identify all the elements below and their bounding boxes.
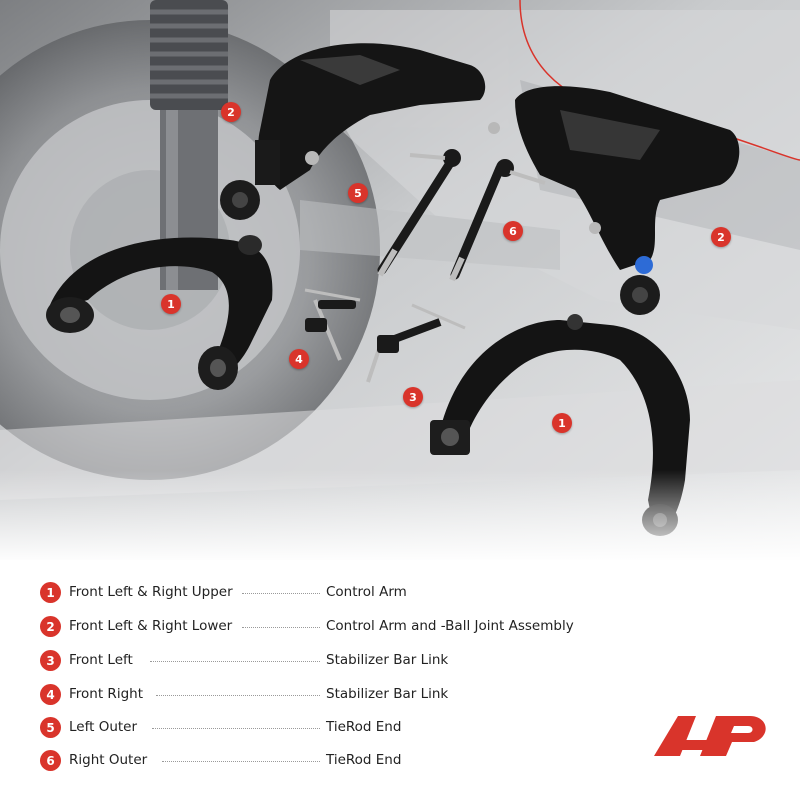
legend-number: 6 bbox=[40, 750, 61, 771]
legend-label: Front Right bbox=[69, 686, 143, 702]
brand-logo bbox=[654, 716, 766, 756]
legend-label: Left Outer bbox=[69, 719, 138, 735]
fade-overlay bbox=[0, 470, 800, 580]
legend-row: 3 Front Left Stabilizer Bar Link bbox=[40, 649, 620, 673]
legend-part: TieRod End bbox=[326, 719, 402, 735]
legend-label: Front Left & Right Upper bbox=[69, 584, 233, 600]
leader-line bbox=[150, 661, 320, 662]
legend-label: Front Left bbox=[69, 652, 133, 668]
leader-line bbox=[156, 695, 320, 696]
legend-row: 4 Front Right Stabilizer Bar Link bbox=[40, 683, 620, 707]
legend-part: Stabilizer Bar Link bbox=[326, 652, 449, 668]
leader-line bbox=[242, 593, 320, 594]
legend-number: 4 bbox=[40, 684, 61, 705]
tie-rod-end-right bbox=[449, 159, 546, 282]
lower-control-arm-right bbox=[488, 86, 740, 315]
legend-number: 3 bbox=[40, 650, 61, 671]
callout-marker: 2 bbox=[711, 227, 731, 247]
legend-label: Right Outer bbox=[69, 752, 148, 768]
legend-row: 2 Front Left & Right Lower Control Arm a… bbox=[40, 615, 620, 639]
legend-row: 1 Front Left & Right Upper Control Arm bbox=[40, 581, 620, 605]
legend-label: Front Left & Right Lower bbox=[69, 618, 233, 634]
stabilizer-bar-link-right bbox=[304, 288, 361, 361]
legend-row: 5 Left Outer TieRod End bbox=[40, 716, 620, 740]
stabilizer-bar-link-left bbox=[366, 303, 466, 383]
upper-control-arm-left bbox=[46, 235, 273, 390]
callout-marker: 4 bbox=[289, 349, 309, 369]
leader-line bbox=[242, 627, 320, 628]
legend-part: Control Arm bbox=[326, 584, 407, 600]
callout-marker: 6 bbox=[503, 221, 523, 241]
tie-rod-end-left bbox=[377, 149, 461, 277]
legend-row: 6 Right Outer TieRod End bbox=[40, 749, 620, 773]
legend-number: 2 bbox=[40, 616, 61, 637]
legend-number: 5 bbox=[40, 717, 61, 738]
legend-part: TieRod End bbox=[326, 752, 402, 768]
leader-line bbox=[162, 761, 320, 762]
callout-marker: 2 bbox=[221, 102, 241, 122]
callout-marker: 5 bbox=[348, 183, 368, 203]
callout-marker: 3 bbox=[403, 387, 423, 407]
legend-part: Stabilizer Bar Link bbox=[326, 686, 449, 702]
legend-number: 1 bbox=[40, 582, 61, 603]
callout-marker: 1 bbox=[552, 413, 572, 433]
lower-control-arm-left bbox=[220, 43, 486, 220]
legend-part: Control Arm and -Ball Joint Assembly bbox=[326, 618, 574, 634]
callout-marker: 1 bbox=[161, 294, 181, 314]
leader-line bbox=[152, 728, 320, 729]
